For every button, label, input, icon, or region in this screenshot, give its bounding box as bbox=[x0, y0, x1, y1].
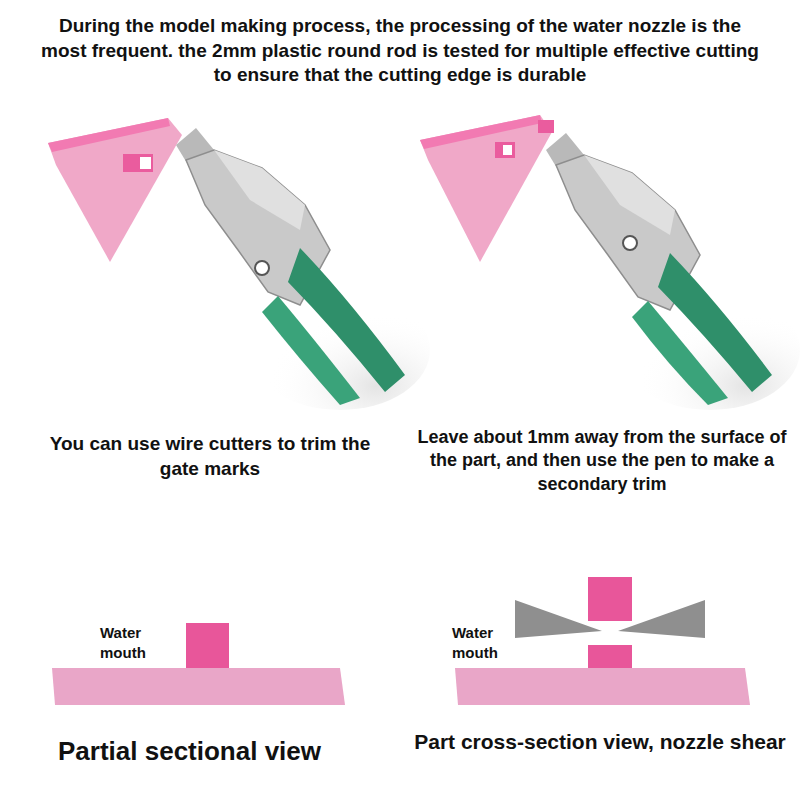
blade bbox=[515, 600, 602, 638]
view-caption: Partial sectional view bbox=[58, 735, 378, 769]
part-section bbox=[455, 668, 750, 705]
view-caption: Part cross-section view, nozzle shear bbox=[410, 728, 790, 755]
pivot bbox=[255, 261, 269, 275]
plastic-sheet bbox=[420, 115, 552, 262]
step-caption: Leave about 1mm away from the surface of… bbox=[412, 426, 792, 496]
water-mouth bbox=[186, 623, 229, 668]
handle bbox=[632, 301, 728, 405]
water-mouth bbox=[588, 645, 632, 668]
handle bbox=[658, 253, 772, 392]
handle bbox=[288, 248, 405, 392]
gate bbox=[123, 154, 153, 172]
step-caption: You can use wire cutters to trim the gat… bbox=[30, 432, 390, 481]
gate-stub bbox=[495, 142, 515, 158]
part-section bbox=[52, 668, 345, 705]
blade bbox=[618, 600, 705, 638]
cutting-scene bbox=[420, 115, 800, 410]
pivot bbox=[623, 236, 637, 250]
part-label: Water mouth bbox=[452, 623, 532, 662]
cut-piece bbox=[588, 577, 632, 621]
part-label: Water mouth bbox=[100, 623, 180, 662]
handle bbox=[262, 296, 360, 405]
cut-piece bbox=[538, 120, 554, 133]
cutting-scene bbox=[48, 118, 430, 410]
title: During the model making process, the pro… bbox=[40, 14, 760, 88]
plastic-sheet bbox=[48, 118, 182, 262]
